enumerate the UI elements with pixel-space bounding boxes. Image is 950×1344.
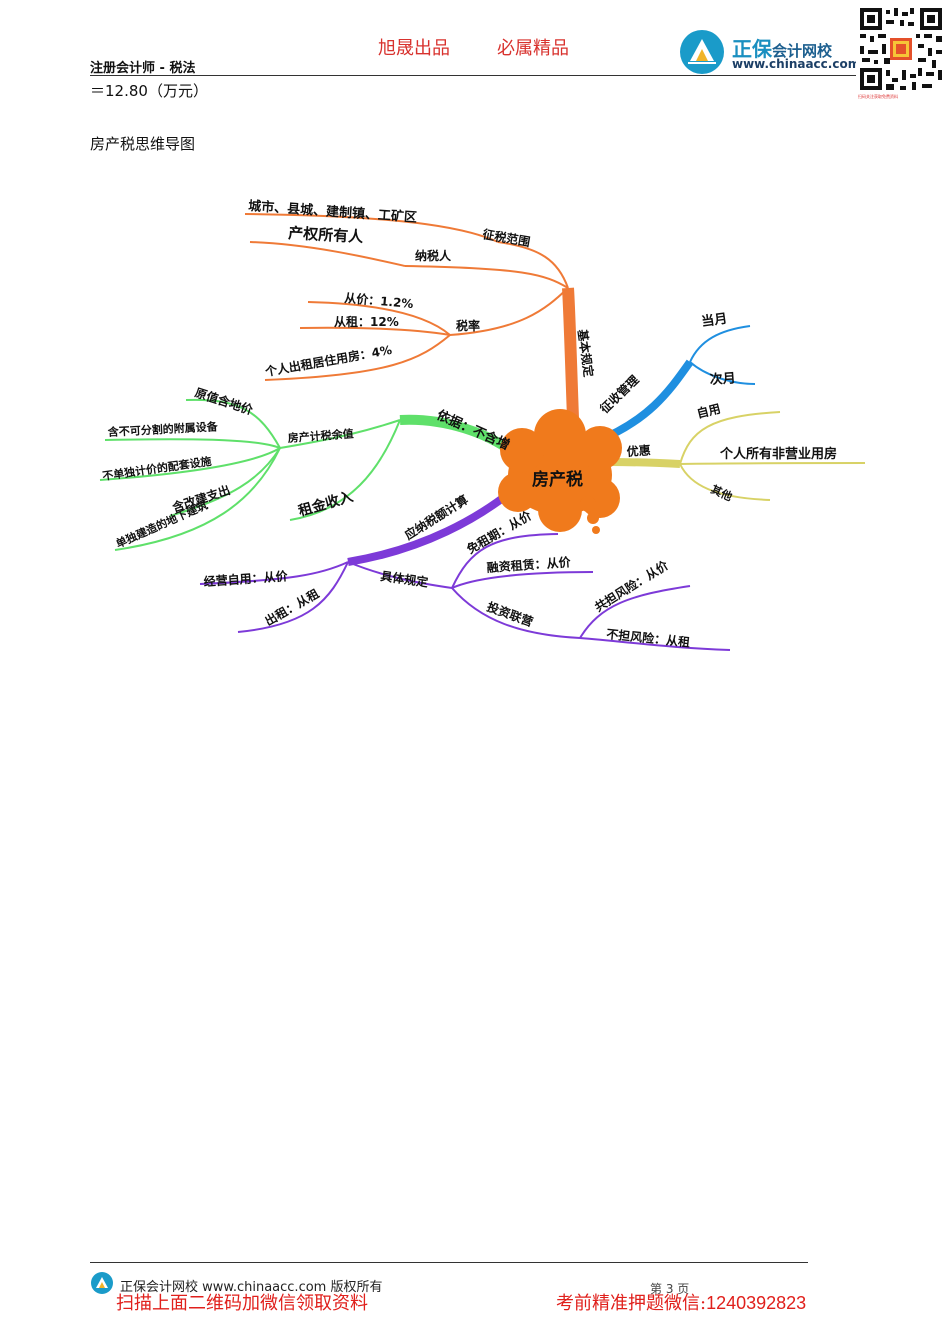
label-finance-lease: 融资租赁：从价 (486, 554, 572, 575)
footer-promo-right: 考前精准押题微信:1240392823 (556, 1293, 807, 1314)
branch-scope-value (244, 213, 499, 243)
label-scope: 征税范围 (481, 226, 531, 249)
label-preferential: 优惠 (626, 442, 651, 459)
branch-rate-3 (264, 334, 451, 381)
branch-value-calc (279, 419, 401, 449)
label-month-current: 当月 (700, 310, 728, 329)
footer-promo-left: 扫描上面二维码加微信领取资料 (116, 1293, 368, 1314)
branch-free-period (451, 533, 559, 589)
footer-divider (90, 1262, 808, 1263)
label-rent: 租金收入 (296, 488, 355, 520)
label-personal: 个人所有非营业用房 (719, 446, 837, 462)
branch-v3 (99, 447, 281, 481)
footer-page: 第 3 页 (650, 1282, 690, 1296)
footer-logo-icon (90, 1271, 114, 1299)
label-scope-value: 城市、县城、建制镇、工矿区 (248, 198, 418, 226)
branch-no-risk (579, 637, 731, 651)
header-slogan-right: 必属精品 (497, 38, 569, 59)
center-label: 房产税 (532, 469, 583, 490)
section-title: 房产税思维导图 (90, 135, 196, 153)
label-v1: 原值含地价 (193, 385, 256, 418)
branch-finance-lease (451, 571, 594, 589)
label-investment: 投资联营 (485, 599, 535, 630)
branch-investment (451, 587, 581, 639)
result-line: ＝12.80（万元） (90, 82, 208, 100)
qr-caption: 扫码关注获取免费资料 (858, 94, 898, 99)
label-collection: 征收管理 (597, 372, 642, 416)
header-divider (90, 75, 860, 76)
label-value-calc: 房产计税余值 (287, 426, 354, 445)
label-taxpayer-value: 产权所有人 (288, 224, 365, 246)
label-specific: 具体规定 (380, 568, 430, 590)
branch-self-operate (199, 561, 349, 585)
branch-rent (289, 419, 401, 521)
label-v3: 不单独计价的配套设施 (101, 454, 212, 483)
branch-other (679, 463, 771, 501)
branch-self-use (679, 411, 781, 465)
branch-personal (679, 462, 866, 465)
branch-rate-1 (307, 301, 451, 336)
header-slogan-left: 旭晟出品 (378, 38, 450, 59)
label-taxpayer: 纳税人 (415, 248, 452, 263)
branch-taxpayer-value (249, 241, 406, 267)
label-self-operate: 经营自用：从价 (203, 568, 289, 589)
branch-v2 (104, 438, 281, 449)
branch-preferential (609, 411, 866, 501)
label-rate-2: 从租：12% (334, 315, 399, 329)
label-month-next: 次月 (709, 370, 736, 388)
mind-map-svg: 房产税 城市、县城、建制镇、工矿区 征税范围 产权所有人 纳税人 从价：1.2%… (99, 198, 866, 651)
label-no-risk: 不担风险：从租 (606, 626, 691, 650)
branch-scope (497, 241, 569, 289)
label-v2: 含不可分割的附属设备 (106, 419, 219, 439)
branch-share-risk (579, 585, 691, 639)
chinaacc-logo-icon (678, 29, 726, 79)
footer-promo-number: 1240392823 (706, 1293, 807, 1313)
branch-specific (347, 561, 453, 589)
branch-rate-2 (299, 326, 451, 336)
branch-current (689, 325, 751, 363)
label-self-use: 自用 (695, 401, 722, 421)
branch-taxpayer (404, 265, 569, 289)
label-lease: 出租：从租 (262, 586, 321, 629)
logo-url: www.chinaacc.com (732, 57, 861, 71)
label-basic: 基本规定 (575, 327, 597, 378)
branch-rate (449, 287, 569, 336)
label-basis: 依据：不含增 (434, 407, 512, 453)
branch-next (689, 361, 756, 385)
label-rate-3: 个人出租居住用房：4% (263, 342, 393, 379)
branch-pref-trunk (609, 458, 681, 468)
branch-v1 (185, 398, 281, 449)
label-rate: 税率 (456, 318, 480, 333)
label-rate-1: 从价：1.2% (344, 291, 414, 311)
branch-v4 (169, 447, 281, 517)
center-cloud: 房产税 (498, 409, 622, 534)
branch-lease (237, 561, 349, 633)
logo-name: 正保会计网校 (732, 37, 833, 61)
mind-map: 房产税 城市、县城、建制镇、工矿区 征税范围 产权所有人 纳税人 从价：1.2%… (90, 180, 870, 664)
qr-code-icon (856, 4, 946, 94)
label-v5: 单独建造的地下建筑 (114, 498, 210, 551)
label-share-risk: 共担风险：从价 (592, 557, 672, 615)
label-other: 其他 (709, 482, 735, 504)
header-subject: 注册会计师 - 税法 (90, 61, 196, 76)
footer-copyright: 正保会计网校 www.chinaacc.com 版权所有 (120, 1280, 383, 1295)
branch-v5 (114, 447, 281, 551)
